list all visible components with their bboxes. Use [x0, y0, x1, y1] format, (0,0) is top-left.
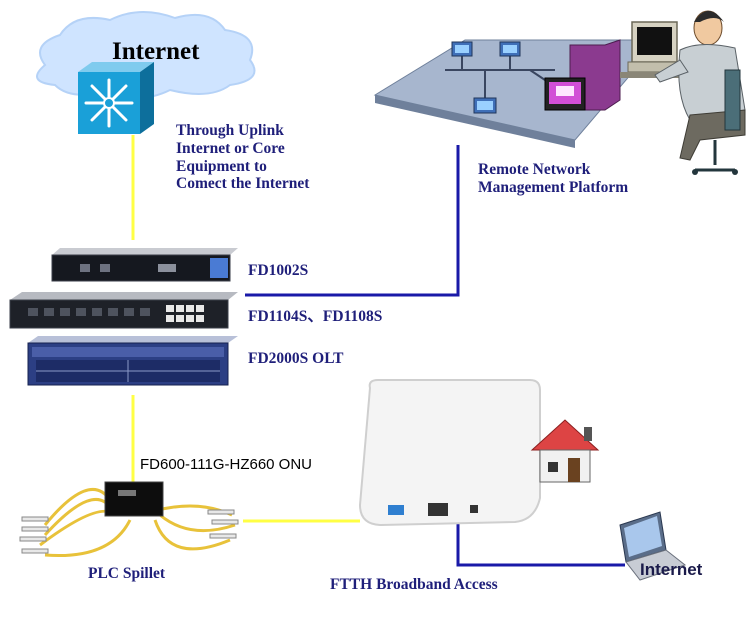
nms-line-2: Management Platform	[478, 178, 629, 196]
uplink-line-2: Internet or Core	[176, 139, 285, 157]
ftth-label: FTTH Broadband Access	[330, 576, 498, 593]
uplink-line-4: Comect the Internet	[176, 175, 310, 193]
operator-icon	[620, 10, 746, 175]
nms-description: Remote Network Management Platform	[478, 161, 628, 197]
onu-device-icon	[358, 379, 541, 527]
nms-line-1: Remote Network	[478, 161, 591, 178]
onu-laptop-blue-line	[456, 520, 625, 567]
fd1002s-device-icon	[51, 248, 238, 282]
plc-splitter-icon	[19, 481, 239, 558]
uplink-line-1: Through Uplink	[176, 122, 284, 139]
core-switch-icon	[78, 62, 154, 134]
fd1104s-label: FD1104S、FD1108S	[248, 308, 383, 325]
nms-blue-line	[245, 145, 460, 297]
onu-label: FD600-111G-HZ660 ONU	[140, 456, 313, 473]
fd1104s-device-icon	[9, 292, 238, 329]
fd2000s-olt-icon	[27, 336, 238, 386]
laptop-icon	[619, 511, 687, 581]
fd1002s-label: FD1002S	[248, 262, 309, 279]
house-icon	[530, 419, 600, 483]
network-platform-icon	[373, 39, 662, 148]
uplink-description: Through Uplink Internet or Core Equipmen…	[176, 122, 309, 193]
plc-splitter-label: PLC Spillet	[88, 565, 166, 582]
uplink-line-3: Equipment to	[176, 157, 267, 175]
internet-cloud-label: Internet	[112, 38, 200, 65]
fd2000s-label: FD2000S OLT	[248, 350, 344, 367]
laptop-internet-label: Internet	[640, 560, 703, 579]
